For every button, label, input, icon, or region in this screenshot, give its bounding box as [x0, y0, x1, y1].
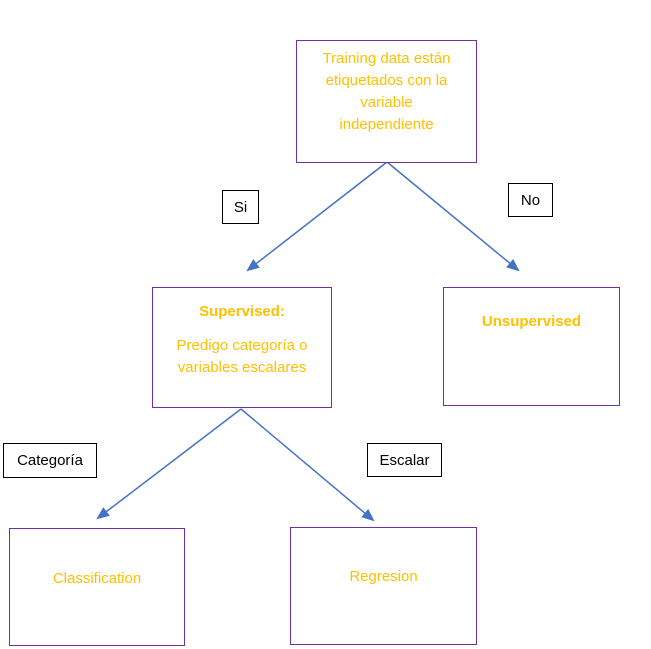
edge-label-si: Si — [222, 190, 259, 224]
node-text-line: Training data están — [322, 50, 451, 67]
connector-no-arrow — [386, 161, 520, 272]
node-text-line: etiquetados con la — [325, 72, 448, 89]
node-text-line: variable — [360, 94, 413, 111]
connector-si-arrow — [246, 161, 388, 272]
node-title: Supervised: — [199, 303, 285, 320]
node-text-line: Regresion — [349, 568, 418, 585]
node-supervised: Supervised: Predigo categoría o variable… — [152, 287, 332, 408]
node-regression: Regresion — [290, 527, 477, 645]
node-text-line: independiente — [339, 116, 434, 133]
edge-label-no: No — [508, 183, 553, 217]
node-title: Unsupervised — [481, 313, 582, 330]
edge-label-escalar: Escalar — [367, 443, 442, 477]
node-text-line: Predigo categoría o — [176, 337, 308, 354]
connector-escalar-arrow — [240, 408, 375, 522]
node-unsupervised: Unsupervised — [443, 287, 620, 406]
node-classification: Classification — [9, 528, 185, 646]
node-text-line: variables escalares — [177, 359, 307, 376]
node-text-line: Classification — [52, 570, 142, 587]
edge-label-categoria: Categoría — [3, 443, 97, 478]
connector-categoria-arrow — [96, 408, 242, 520]
node-root-question: Training data están etiquetados con la v… — [296, 40, 477, 163]
